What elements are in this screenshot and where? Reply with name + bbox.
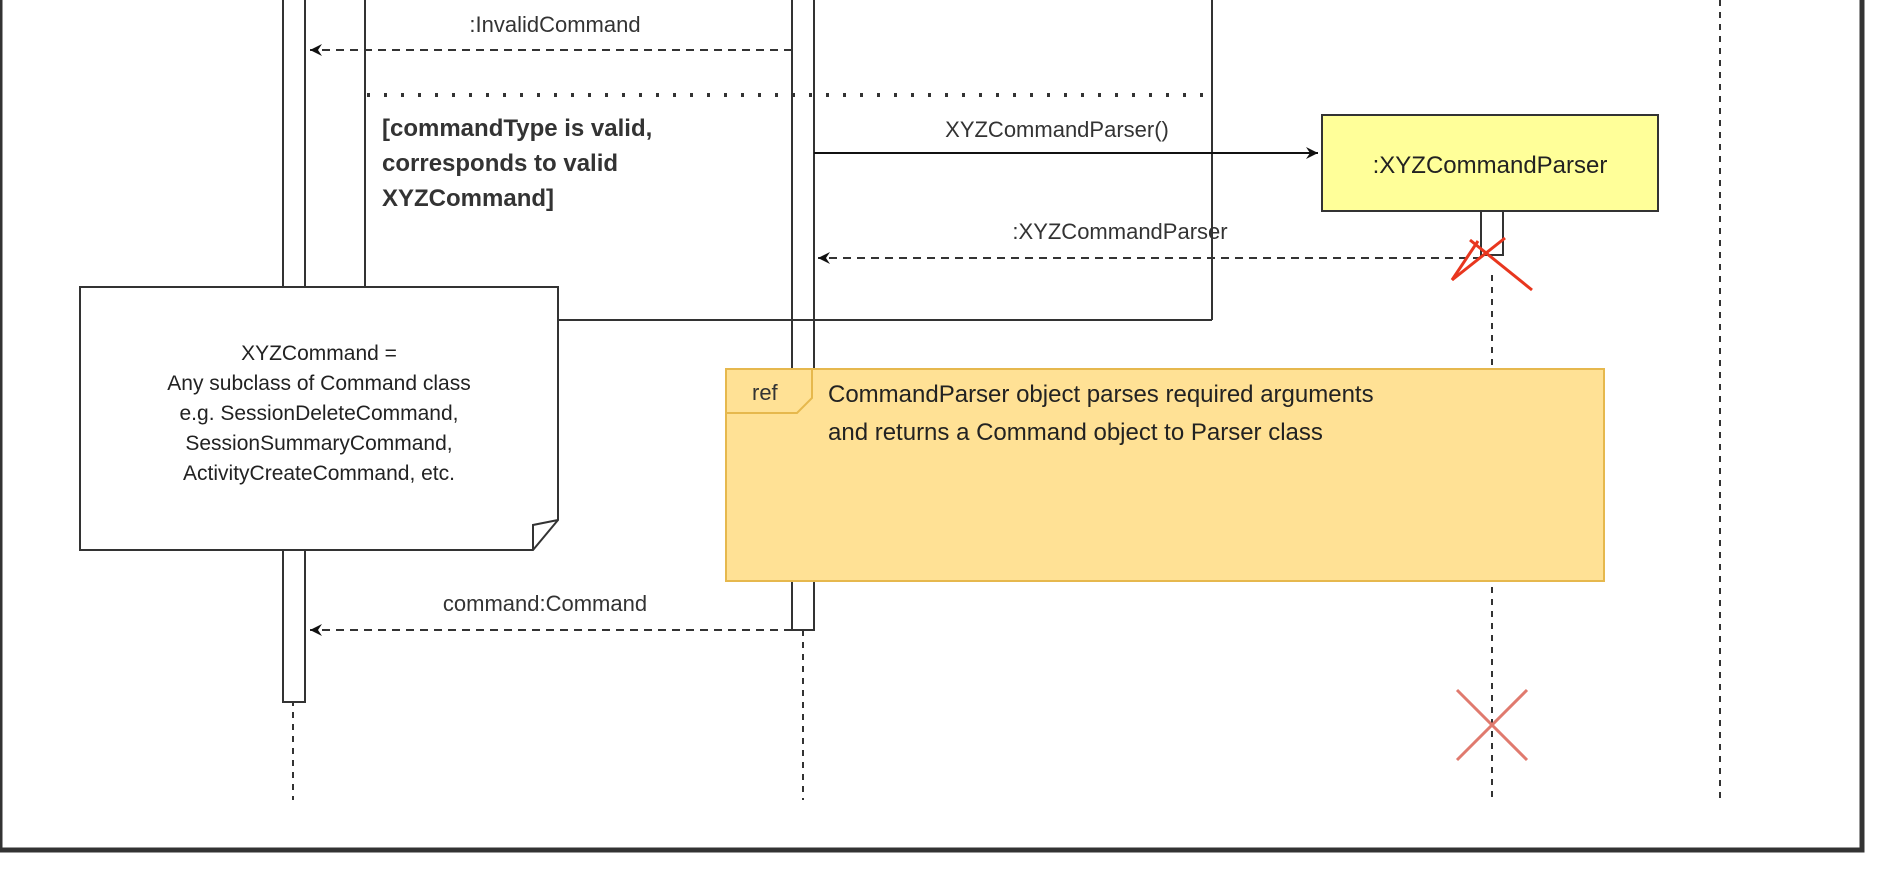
message-invalid-command-label: :InvalidCommand [469,12,640,37]
guard-line-1: [commandType is valid, [382,115,652,142]
note-fold [532,519,559,550]
object-xyz-command-parser-label: :XYZCommandParser [1373,152,1608,179]
guard-line-3: XYZCommand] [382,185,554,212]
message-create-parser-label: XYZCommandParser() [945,117,1169,142]
outer-frame [0,0,1865,853]
alt-region [305,0,365,294]
message-command-return-label: command:Command [443,591,647,616]
note-line-3: e.g. SessionDeleteCommand, [180,402,459,425]
destroy-mark-active-icon [1450,236,1533,292]
note-line-5: ActivityCreateCommand, etc. [183,462,455,485]
ref-frame [725,368,1605,582]
message-return-parser-label: :XYZCommandParser [1012,219,1227,244]
note-line-1: XYZCommand = [241,342,397,365]
note-box [79,286,559,551]
note-line-2: Any subclass of Command class [167,372,470,395]
ref-line-2: and returns a Command object to Parser c… [828,419,1323,446]
object-xyz-command-parser [1321,114,1659,212]
ref-line-1: CommandParser object parses required arg… [828,381,1374,408]
note-line-4: SessionSummaryCommand, [185,432,452,455]
destroy-mark-icon [1455,688,1529,762]
ref-tag-box [725,368,813,414]
ref-tag-label: ref [752,380,779,405]
guard-line-2: corresponds to valid [382,150,618,177]
